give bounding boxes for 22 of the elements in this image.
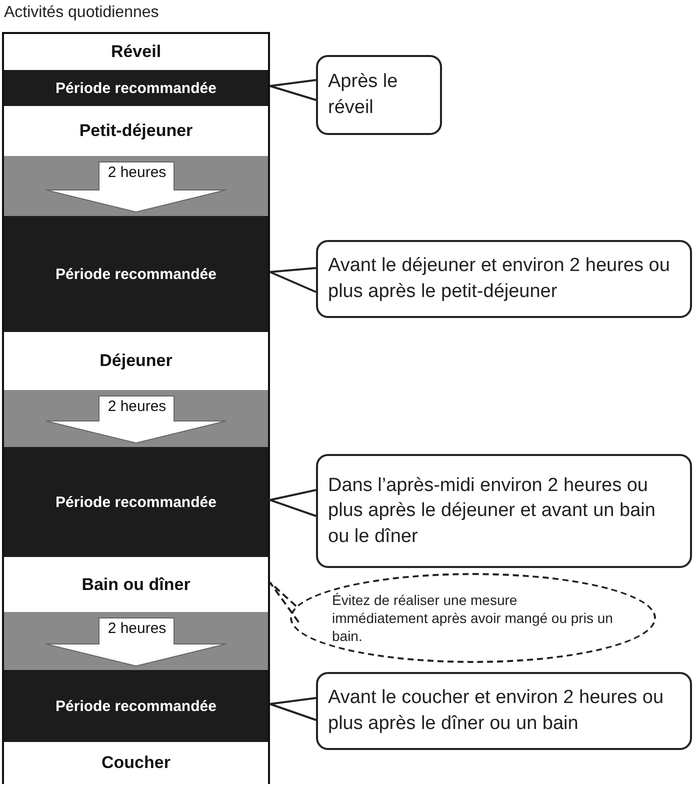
column-heading: Activités quotidiennes [4, 4, 159, 22]
interval-band [4, 156, 268, 216]
recommended-period-band: Période recommandée [4, 70, 268, 106]
speech-bubble: Avant le déjeuner et environ 2 heures ou plus après le petit-déjeuner [316, 240, 692, 318]
speech-bubble: Après le réveil [316, 55, 442, 135]
speech-bubble: Dans l’après-midi environ 2 heures ou plus après le déjeuner et avant un bain ou le dîner [316, 454, 692, 568]
callout-tail [269, 582, 301, 625]
interval-band [4, 612, 268, 670]
callout-tail [266, 489, 316, 517]
interval-label: 2 heures [106, 620, 168, 637]
callout-tail [269, 79, 316, 101]
dashed-note-bubble: Évitez de réaliser une mesure immédiatement après avoir mangé ou pris un bain. [290, 573, 656, 663]
callout-tail [269, 697, 316, 721]
interval-label: 2 heures [106, 398, 168, 415]
speech-bubble: Avant le coucher et environ 2 heures ou plus après le dîner ou un bain [316, 672, 692, 750]
recommended-period-band: Période recommandée [4, 447, 268, 557]
recommended-period-band: Période recommandée [4, 216, 268, 332]
callout-tail [269, 267, 316, 293]
recommended-period-band: Période recommandée [4, 670, 268, 742]
activity-column [2, 32, 270, 784]
interval-label: 2 heures [106, 164, 168, 181]
interval-band [4, 390, 268, 447]
